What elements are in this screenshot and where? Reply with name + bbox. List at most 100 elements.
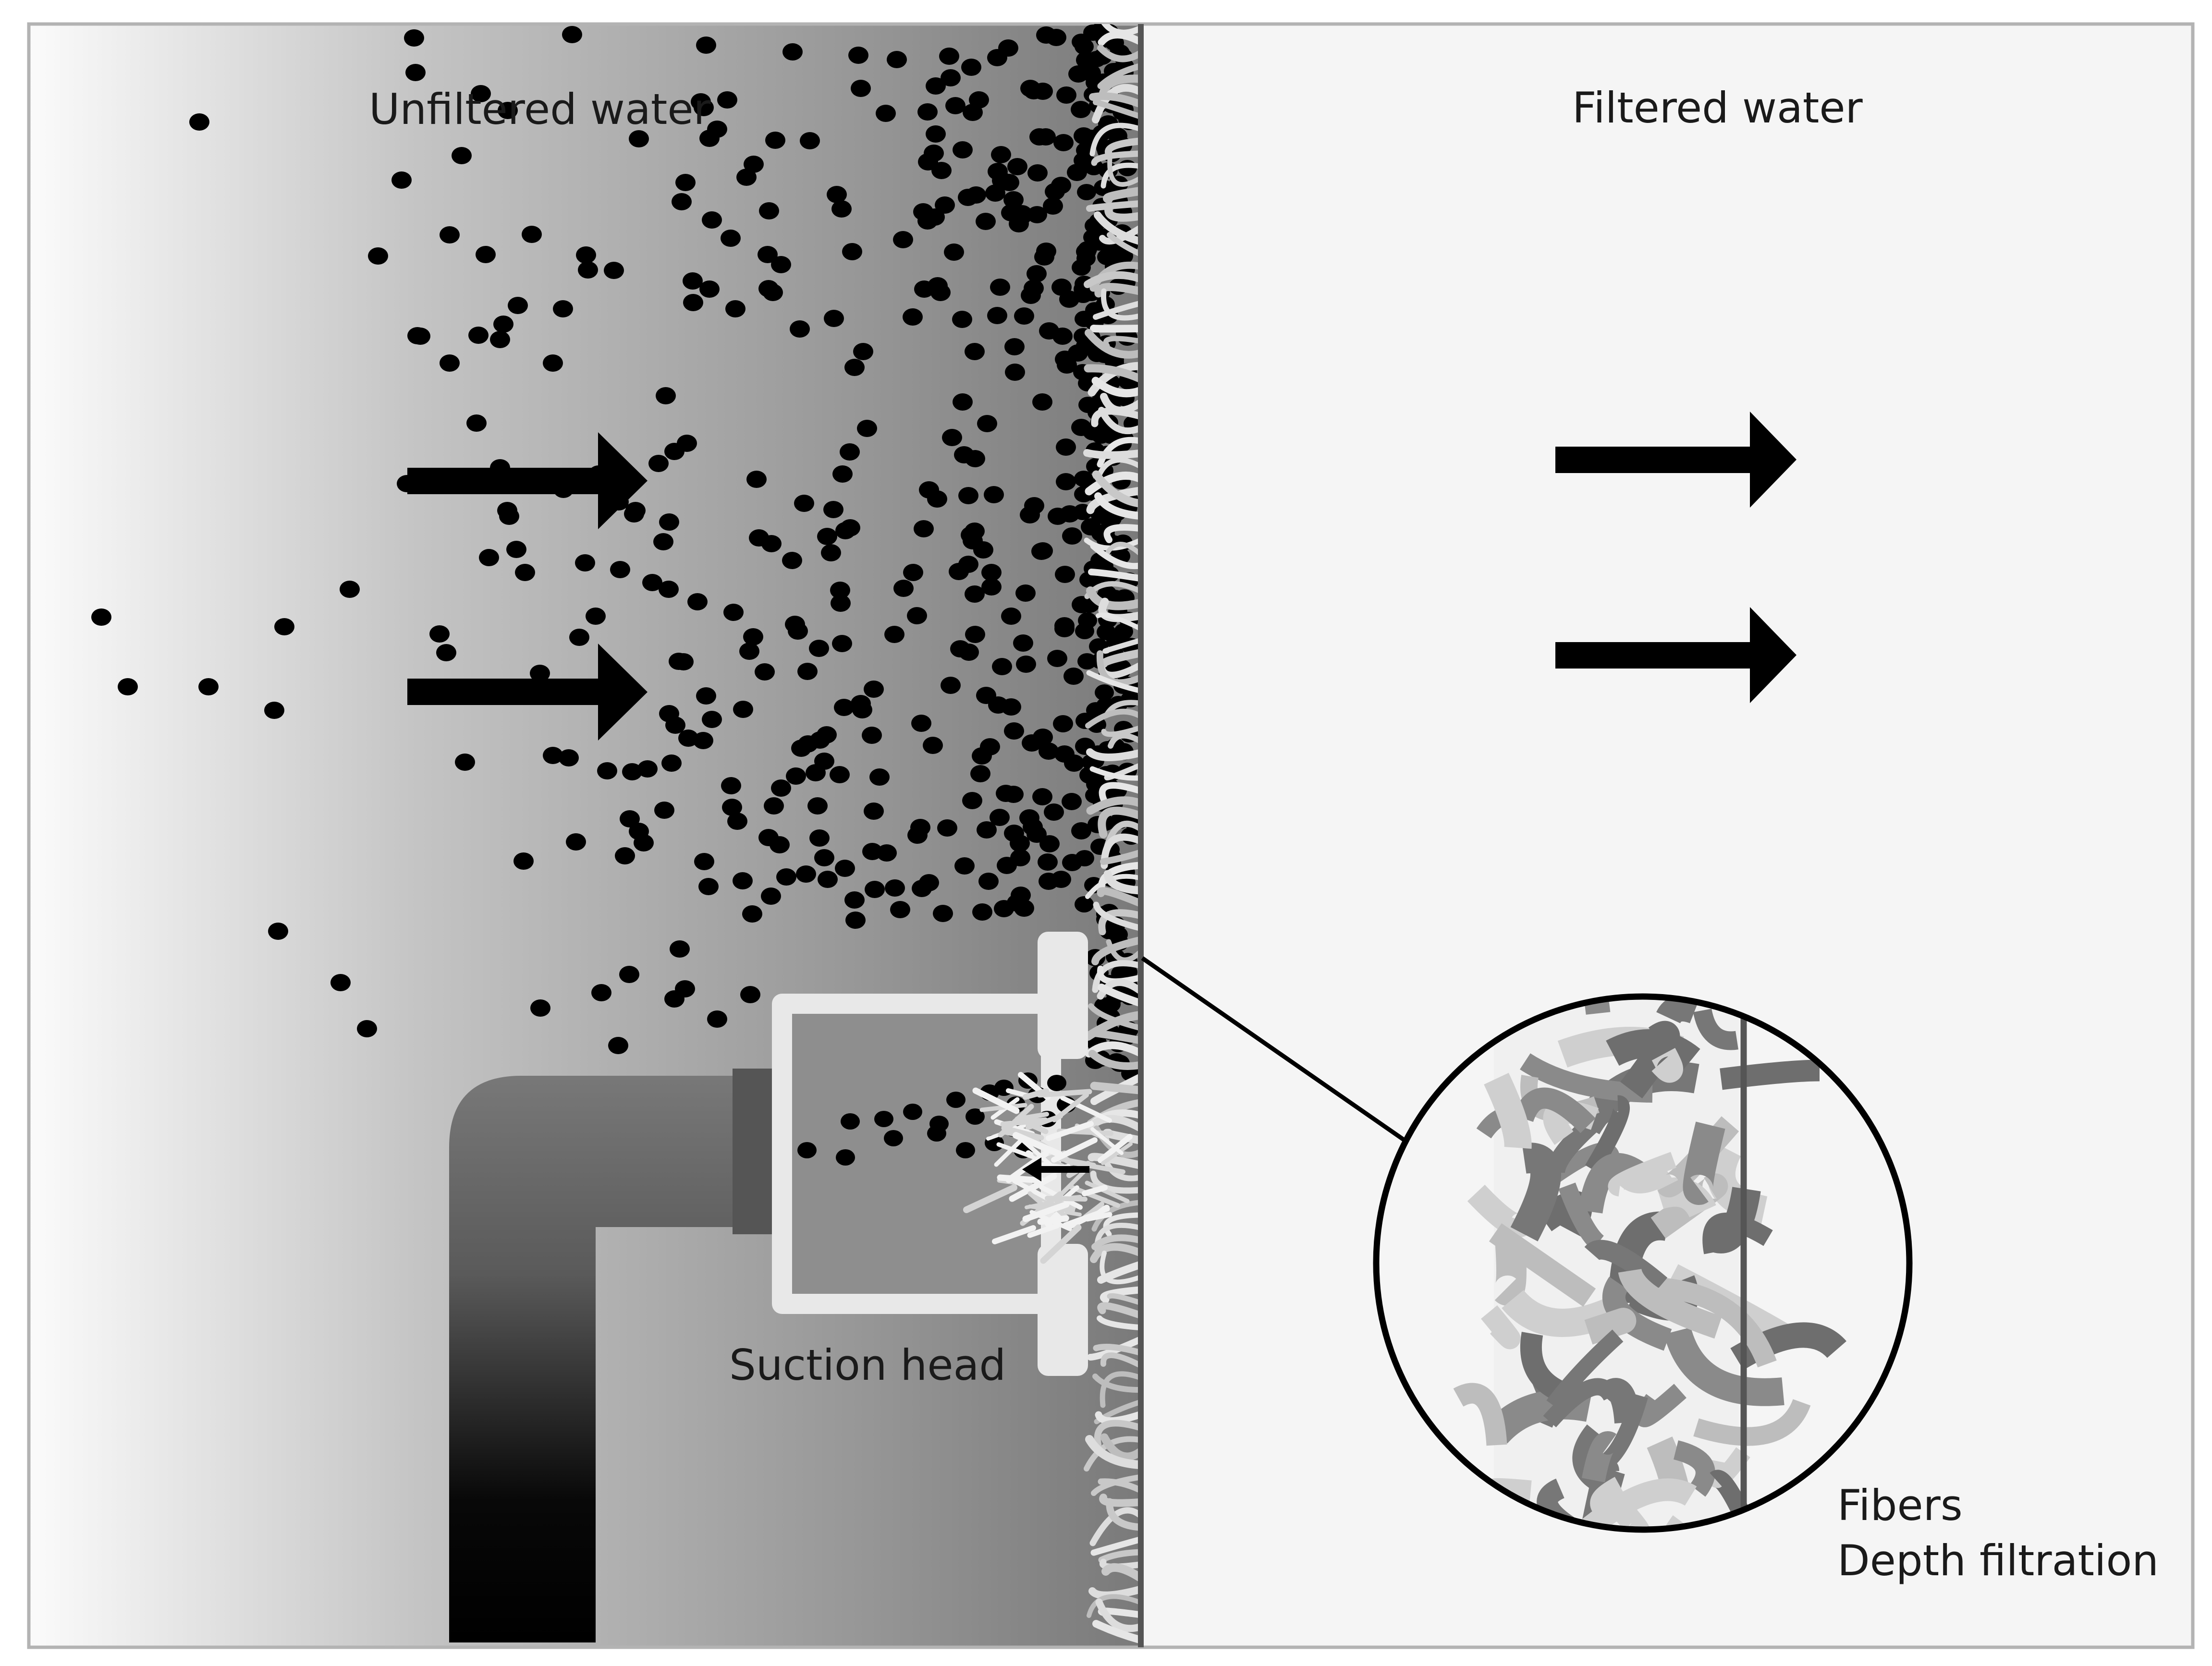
- particle: [874, 1111, 893, 1127]
- particle: [1057, 356, 1077, 374]
- fiber: [1104, 542, 1141, 557]
- particle: [1053, 134, 1074, 151]
- particle: [466, 414, 487, 432]
- particle: [736, 169, 757, 186]
- fiber: [1100, 1352, 1141, 1368]
- particle: [1034, 248, 1054, 266]
- particle: [1075, 896, 1094, 912]
- particle: [1097, 624, 1116, 640]
- particle: [653, 533, 673, 550]
- fiber: [1022, 1201, 1070, 1222]
- particle: [620, 810, 640, 827]
- fiber: [1085, 1180, 1130, 1204]
- particle: [508, 297, 528, 314]
- fiber: [1095, 1598, 1141, 1632]
- particle: [1013, 634, 1033, 652]
- particle: [981, 564, 1002, 581]
- particle: [687, 593, 708, 610]
- particle: [800, 132, 820, 149]
- particle: [1003, 786, 1024, 803]
- fiber: [1103, 524, 1141, 543]
- fiber: [1009, 1173, 1057, 1202]
- particle: [452, 147, 472, 164]
- particle: [927, 1125, 946, 1142]
- particle: [759, 202, 779, 219]
- fiber: [996, 1142, 1037, 1160]
- particle: [642, 574, 662, 591]
- particle: [743, 628, 763, 645]
- fiber: [972, 1087, 1020, 1114]
- particle: [1072, 34, 1091, 50]
- fiber: [1673, 1440, 1715, 1497]
- suction-head-lower-pad: [1038, 1244, 1088, 1376]
- fiber: [1104, 1160, 1141, 1181]
- particle: [1010, 835, 1030, 852]
- particle: [824, 310, 844, 327]
- particle: [831, 595, 851, 612]
- particle: [675, 174, 696, 191]
- particle: [637, 760, 658, 778]
- particle: [807, 797, 828, 815]
- fiber: [1085, 329, 1141, 359]
- particle: [1071, 101, 1091, 118]
- particle: [926, 125, 946, 143]
- particle: [931, 162, 952, 179]
- fiber: [1089, 766, 1141, 781]
- fiber: [1090, 1074, 1141, 1105]
- fiber: [1091, 936, 1141, 965]
- particle: [696, 36, 716, 54]
- particle: [1007, 158, 1027, 175]
- particle: [890, 901, 910, 918]
- particle: [1075, 311, 1094, 327]
- particle: [790, 320, 810, 338]
- fiber: [1001, 1125, 1044, 1141]
- fiber: [1608, 1152, 1676, 1197]
- fiber: [1101, 725, 1141, 737]
- particle: [691, 93, 711, 110]
- particle: [758, 246, 778, 263]
- fiber: [1037, 1089, 1092, 1098]
- particle: [1072, 259, 1091, 276]
- particle: [771, 256, 791, 273]
- particle: [809, 640, 829, 657]
- particle: [958, 556, 978, 573]
- fiber: [1091, 150, 1141, 166]
- particle: [1005, 364, 1025, 381]
- fiber: [1092, 1620, 1141, 1643]
- particle: [1055, 566, 1075, 583]
- particle: [869, 768, 890, 786]
- particle: [1039, 742, 1059, 760]
- fiber: [1720, 1059, 1820, 1090]
- particle: [809, 829, 830, 847]
- particle: [963, 104, 983, 121]
- particle: [1027, 164, 1048, 182]
- particle: [1095, 684, 1114, 701]
- fiber: [1021, 1139, 1059, 1172]
- particle: [764, 797, 784, 815]
- particle: [1075, 850, 1094, 866]
- particle: [622, 763, 642, 780]
- particle: [844, 891, 865, 909]
- particle: [954, 446, 974, 463]
- particle: [958, 487, 978, 504]
- particle: [840, 519, 860, 536]
- fiber: [1100, 649, 1141, 668]
- filtered-water-label: Filtered water: [1572, 83, 1863, 133]
- particle: [569, 629, 589, 646]
- fiber: [1097, 965, 1141, 985]
- fiber: [1087, 1594, 1141, 1618]
- particle: [513, 852, 534, 870]
- particle: [694, 853, 714, 870]
- fiber: [1021, 1112, 1049, 1120]
- particle: [440, 226, 460, 243]
- fiber: [1656, 997, 1699, 1024]
- fiber: [1100, 833, 1141, 869]
- outer-border: [27, 22, 2195, 1649]
- particle: [990, 279, 1010, 296]
- particle: [1007, 894, 1027, 912]
- fiber: [1634, 1384, 1686, 1427]
- particle: [877, 844, 897, 862]
- particle: [786, 767, 806, 785]
- particle: [670, 940, 690, 958]
- particle: [672, 193, 692, 210]
